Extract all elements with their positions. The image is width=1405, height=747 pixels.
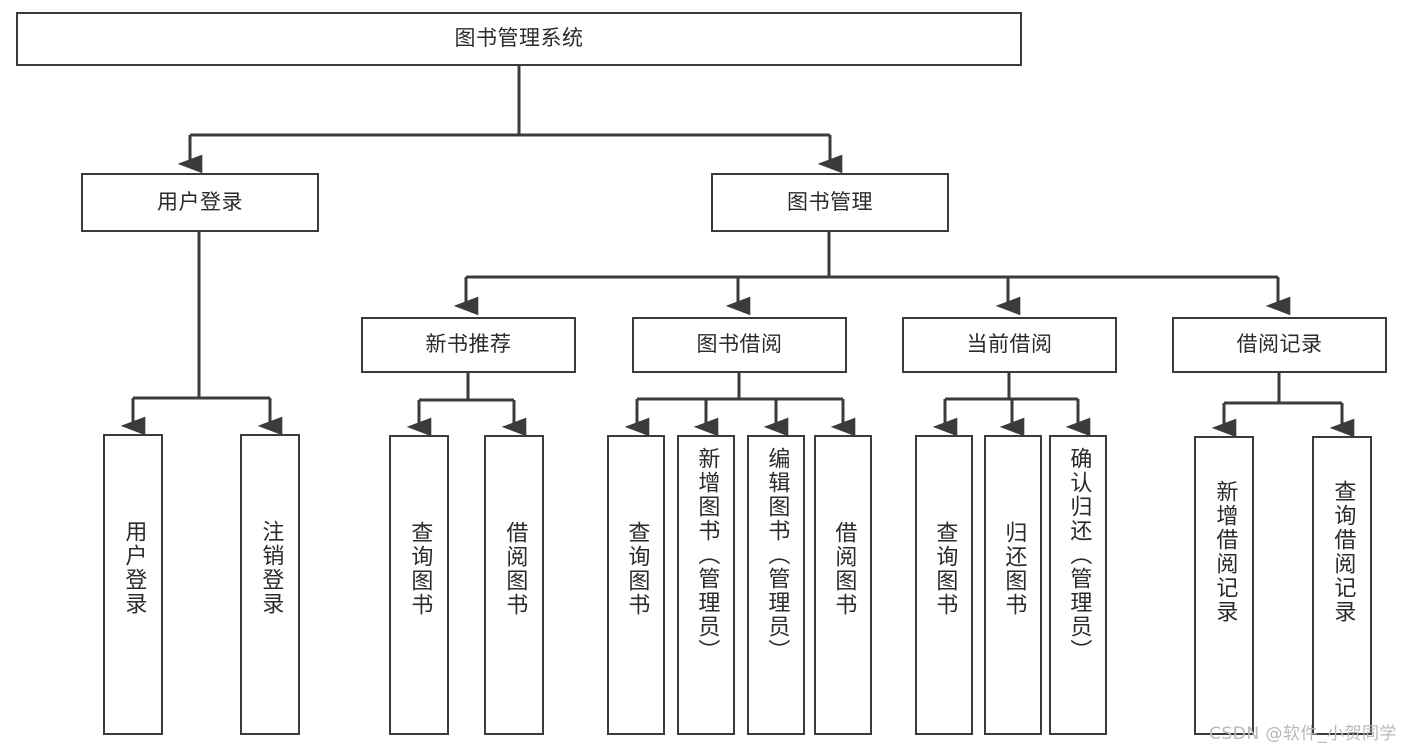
leaf-borrow-book-2[interactable]: 借阅图书 xyxy=(814,435,872,735)
leaf-return-book-label: 归还图书 xyxy=(1001,521,1027,617)
node-book-borrow[interactable]: 图书借阅 xyxy=(632,317,847,373)
leaf-query-book-3-label: 查询图书 xyxy=(932,521,958,617)
node-root[interactable]: 图书管理系统 xyxy=(16,12,1022,66)
leaf-add-book[interactable]: 新增图书（管理员） xyxy=(677,435,735,735)
leaf-query-book-1-label: 查询图书 xyxy=(407,521,433,617)
leaf-logout-login-label: 注销登录 xyxy=(258,520,284,616)
node-current-borrow[interactable]: 当前借阅 xyxy=(902,317,1117,373)
csdn-watermark: CSDN @软件_小贺同学 xyxy=(1209,724,1397,744)
leaf-user-login-label: 用户登录 xyxy=(121,520,147,616)
node-user-login[interactable]: 用户登录 xyxy=(81,173,319,232)
leaf-query-book-1[interactable]: 查询图书 xyxy=(389,435,449,735)
node-book-manage[interactable]: 图书管理 xyxy=(711,173,949,232)
leaf-add-book-label: 新增图书（管理员） xyxy=(694,447,720,663)
leaf-edit-book[interactable]: 编辑图书（管理员） xyxy=(747,435,805,735)
leaf-logout-login[interactable]: 注销登录 xyxy=(240,434,300,735)
leaf-query-book-3[interactable]: 查询图书 xyxy=(915,435,973,735)
leaf-borrow-book-1-label: 借阅图书 xyxy=(502,521,528,617)
node-user-login-label: 用户登录 xyxy=(157,189,243,214)
leaf-borrow-book-2-label: 借阅图书 xyxy=(831,521,857,617)
node-book-borrow-label: 图书借阅 xyxy=(696,332,783,357)
node-book-manage-label: 图书管理 xyxy=(787,189,873,214)
node-borrow-record[interactable]: 借阅记录 xyxy=(1172,317,1387,373)
leaf-borrow-book-1[interactable]: 借阅图书 xyxy=(484,435,544,735)
leaf-query-book-2[interactable]: 查询图书 xyxy=(607,435,665,735)
leaf-query-record[interactable]: 查询借阅记录 xyxy=(1312,436,1372,735)
leaf-confirm-return-label: 确认归还（管理员） xyxy=(1066,447,1092,663)
node-current-borrow-label: 当前借阅 xyxy=(966,332,1053,357)
leaf-query-record-label: 查询借阅记录 xyxy=(1330,480,1356,624)
leaf-query-book-2-label: 查询图书 xyxy=(624,521,650,617)
leaf-user-login[interactable]: 用户登录 xyxy=(103,434,163,735)
node-root-label: 图书管理系统 xyxy=(454,26,584,51)
leaf-add-record-label: 新增借阅记录 xyxy=(1212,480,1238,624)
leaf-return-book[interactable]: 归还图书 xyxy=(984,435,1042,735)
node-borrow-record-label: 借阅记录 xyxy=(1236,332,1323,357)
leaf-confirm-return[interactable]: 确认归还（管理员） xyxy=(1049,435,1107,735)
leaf-edit-book-label: 编辑图书（管理员） xyxy=(764,447,790,663)
node-new-book-recommend[interactable]: 新书推荐 xyxy=(361,317,576,373)
leaf-add-record[interactable]: 新增借阅记录 xyxy=(1194,436,1254,735)
node-new-book-recommend-label: 新书推荐 xyxy=(425,332,512,357)
